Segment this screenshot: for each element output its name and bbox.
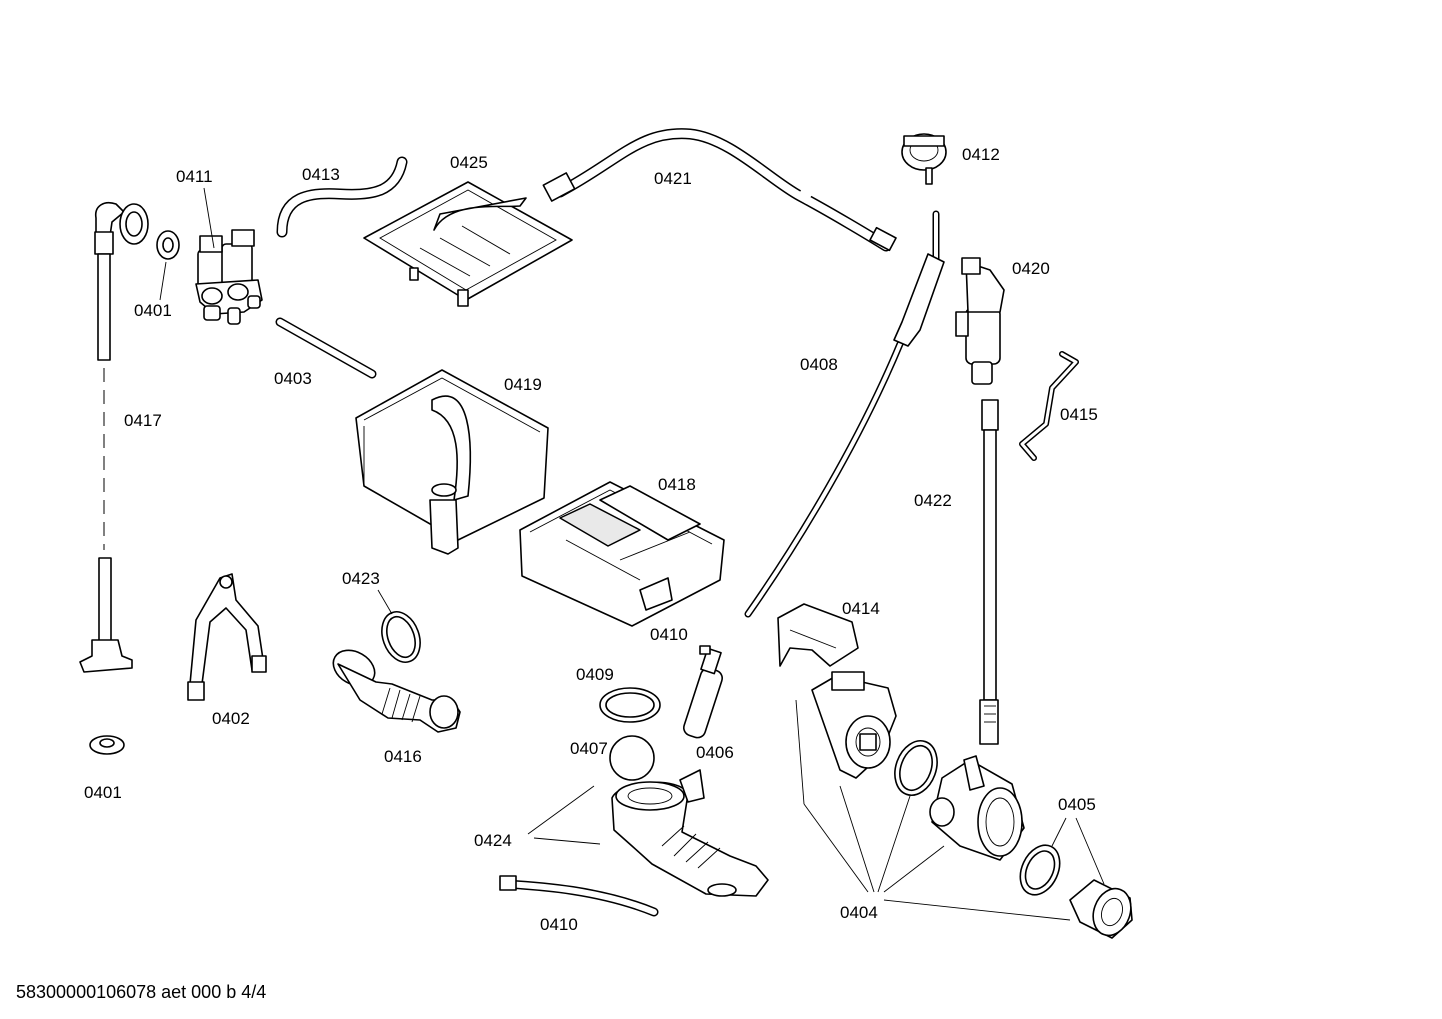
- part-0415-bracket-wire: [1019, 351, 1079, 461]
- part-0404-drain-pump: [811, 671, 1025, 861]
- label-0405: 0405: [1058, 795, 1096, 814]
- label-0414: 0414: [842, 599, 880, 618]
- part-0414-pump-cover: [777, 603, 859, 667]
- part-0420-pressure-chamber: [955, 257, 1005, 385]
- label-0411: 0411: [176, 167, 213, 186]
- label-0406: 0406: [696, 743, 734, 762]
- part-0406-sensor: [683, 645, 723, 739]
- label-0424: 0424: [474, 831, 512, 850]
- label-0416: 0416: [384, 747, 422, 766]
- label-0415: 0415: [1060, 405, 1098, 424]
- label-0404: 0404: [840, 903, 878, 922]
- label-0409: 0409: [576, 665, 614, 684]
- part-labels: 0411 0413 0425 0421 0412 0401 0417 0403 …: [84, 145, 1098, 934]
- part-0405-filter: [1019, 844, 1133, 939]
- part-0403-tube: [275, 317, 377, 379]
- part-0409-gasket-ring: [599, 687, 661, 723]
- part-0419-dispenser-housing: [355, 369, 549, 555]
- part-0407-ball: [609, 735, 655, 781]
- part-0412-pressure-switch: [901, 133, 947, 185]
- leader-lines: [159, 187, 1105, 921]
- label-0410-top: 0410: [650, 625, 688, 644]
- part-0416-bellows-hose: [332, 649, 461, 733]
- part-0410-hose: [499, 875, 659, 917]
- label-0419: 0419: [504, 375, 542, 394]
- label-0412: 0412: [962, 145, 1000, 164]
- part-0424-sump-hose: [611, 769, 769, 897]
- label-0402: 0402: [212, 709, 250, 728]
- label-0413: 0413: [302, 165, 340, 184]
- part-0401-washer-bottom: [89, 735, 125, 755]
- part-0422-vertical-hose: [979, 399, 999, 745]
- label-0425: 0425: [450, 153, 488, 172]
- part-0423-gasket-ring: [381, 611, 421, 663]
- part-0417-hose: [79, 202, 149, 673]
- label-0401-bottom: 0401: [84, 783, 122, 802]
- part-0402-hose-bracket: [187, 573, 267, 701]
- label-0421: 0421: [654, 169, 692, 188]
- label-0403: 0403: [274, 369, 312, 388]
- label-0420: 0420: [1012, 259, 1050, 278]
- drawing-number-footer: 58300000106078 aet 000 b 4/4: [16, 982, 266, 1002]
- part-0411-inlet-valve: [195, 229, 263, 325]
- label-0408: 0408: [800, 355, 838, 374]
- label-0418: 0418: [658, 475, 696, 494]
- part-0421-long-hose: [542, 128, 897, 252]
- part-0418-detergent-drawer: [519, 481, 725, 627]
- label-0423: 0423: [342, 569, 380, 588]
- label-0407: 0407: [570, 739, 608, 758]
- label-0422: 0422: [914, 491, 952, 510]
- label-0417: 0417: [124, 411, 162, 430]
- part-0401-washer-top: [156, 230, 180, 260]
- label-0410-bottom: 0410: [540, 915, 578, 934]
- part-0408-thin-hose: [744, 210, 945, 618]
- part-0425-dispenser-cover: [363, 181, 573, 307]
- part-0413-hose: [276, 156, 408, 238]
- label-0401-top: 0401: [134, 301, 172, 320]
